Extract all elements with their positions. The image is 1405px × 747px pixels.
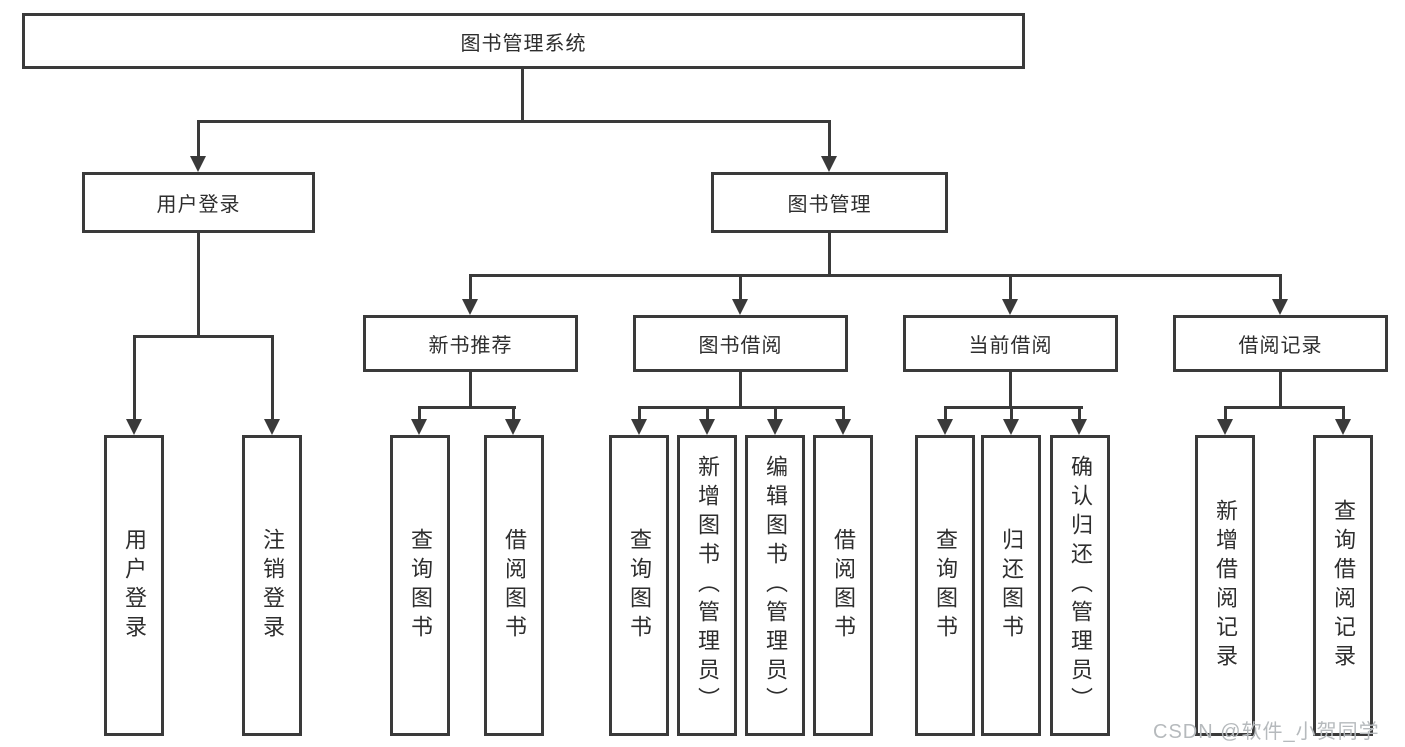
arrow-down-icon: [190, 156, 206, 172]
leaf-label: 查询借阅记录: [1331, 498, 1356, 673]
arrow-down-icon: [699, 419, 715, 435]
connector-user-login-stem: [197, 233, 200, 335]
node-label: 用户登录: [156, 194, 241, 216]
node-label: 图书借阅: [698, 335, 783, 357]
connector-drop-leaf-logout: [271, 335, 274, 421]
connector-drop: [1010, 406, 1013, 421]
arrow-down-icon: [126, 419, 142, 435]
leaf-label: 新增借阅记录: [1213, 498, 1238, 673]
arrow-down-icon: [1071, 419, 1087, 435]
arrow-down-icon: [462, 299, 478, 315]
leaf-label: 查询图书: [627, 527, 652, 644]
connector-drop: [1224, 406, 1227, 421]
connector-drop-borrow-records: [1279, 274, 1282, 301]
arrow-down-icon: [1003, 419, 1019, 435]
connector-drop: [774, 406, 777, 421]
node-new-book-recommend: 新书推荐: [363, 315, 578, 372]
arrow-down-icon: [732, 299, 748, 315]
connector-drop: [944, 406, 947, 421]
arrow-down-icon: [821, 156, 837, 172]
node-borrowing-records: 借阅记录: [1173, 315, 1388, 372]
node-label: 图书管理系统: [460, 32, 587, 55]
connector-current-borrow-rail: [944, 406, 1083, 409]
leaf-label: 用户登录: [122, 527, 147, 644]
leaf-query-books-recommend: 查询图书: [390, 435, 450, 736]
connector-drop: [418, 406, 421, 421]
arrow-down-icon: [1002, 299, 1018, 315]
leaf-label: 查询图书: [408, 527, 433, 644]
connector-borrow-records-stem: [1279, 372, 1282, 406]
arrow-down-icon: [1335, 419, 1351, 435]
arrow-down-icon: [767, 419, 783, 435]
connector-new-book-rec-rail: [418, 406, 516, 409]
csdn-watermark: CSDN @软件_小贺同学: [1153, 721, 1380, 743]
node-library-management-system: 图书管理系统: [22, 13, 1025, 69]
connector-user-login-rail: [133, 335, 274, 338]
node-label: 借阅记录: [1238, 335, 1323, 357]
leaf-confirm-return-admin: 确认归还（管理员）: [1050, 435, 1110, 736]
arrow-down-icon: [1217, 419, 1233, 435]
connector-drop: [1078, 406, 1081, 421]
connector-drop: [512, 406, 515, 421]
connector-borrow-records-rail: [1224, 406, 1345, 409]
node-current-borrowing: 当前借阅: [903, 315, 1118, 372]
connector-book-mgmt-rail: [469, 274, 1282, 277]
arrow-down-icon: [1272, 299, 1288, 315]
leaf-label: 新增图书（管理员）: [695, 455, 720, 716]
arrow-down-icon: [411, 419, 427, 435]
connector-drop: [638, 406, 641, 421]
leaf-query-borrow-record: 查询借阅记录: [1313, 435, 1373, 736]
connector-drop-user-login: [197, 120, 200, 158]
leaf-label: 编辑图书（管理员）: [763, 455, 788, 716]
connector-drop: [706, 406, 709, 421]
connector-current-borrow-stem: [1009, 372, 1012, 406]
node-label: 图书管理: [787, 194, 872, 216]
leaf-label: 确认归还（管理员）: [1068, 455, 1093, 716]
leaf-edit-books-admin: 编辑图书（管理员）: [745, 435, 805, 736]
node-user-login: 用户登录: [82, 172, 315, 233]
connector-new-book-rec-stem: [469, 372, 472, 406]
connector-book-mgmt-stem: [828, 233, 831, 274]
connector-root-stem: [521, 69, 524, 120]
connector-drop-new-book-rec: [469, 274, 472, 301]
leaf-user-login: 用户登录: [104, 435, 164, 736]
arrow-down-icon: [264, 419, 280, 435]
leaf-add-books-admin: 新增图书（管理员）: [677, 435, 737, 736]
node-book-borrowing: 图书借阅: [633, 315, 848, 372]
arrow-down-icon: [835, 419, 851, 435]
connector-drop-leaf-user-login: [133, 335, 136, 421]
leaf-borrow-books: 借阅图书: [813, 435, 873, 736]
connector-root-rail: [197, 120, 831, 123]
connector-drop: [842, 406, 845, 421]
leaf-label: 查询图书: [933, 527, 958, 644]
arrow-down-icon: [937, 419, 953, 435]
arrow-down-icon: [505, 419, 521, 435]
connector-book-borrow-rail: [638, 406, 845, 409]
leaf-label: 借阅图书: [831, 527, 856, 644]
leaf-add-borrow-record: 新增借阅记录: [1195, 435, 1255, 736]
connector-drop: [1342, 406, 1345, 421]
node-label: 新书推荐: [428, 335, 513, 357]
arrow-down-icon: [631, 419, 647, 435]
connector-drop-book-mgmt: [828, 120, 831, 158]
connector-drop-book-borrow: [739, 274, 742, 301]
leaf-label: 借阅图书: [502, 527, 527, 644]
node-book-management: 图书管理: [711, 172, 948, 233]
leaf-logout: 注销登录: [242, 435, 302, 736]
leaf-query-books-current: 查询图书: [915, 435, 975, 736]
leaf-return-books: 归还图书: [981, 435, 1041, 736]
connector-book-borrow-stem: [739, 372, 742, 406]
leaf-borrow-books-recommend: 借阅图书: [484, 435, 544, 736]
leaf-query-books-borrowing: 查询图书: [609, 435, 669, 736]
leaf-label: 注销登录: [260, 527, 285, 644]
node-label: 当前借阅: [968, 335, 1053, 357]
leaf-label: 归还图书: [999, 527, 1024, 644]
connector-drop-current-borrow: [1009, 274, 1012, 301]
